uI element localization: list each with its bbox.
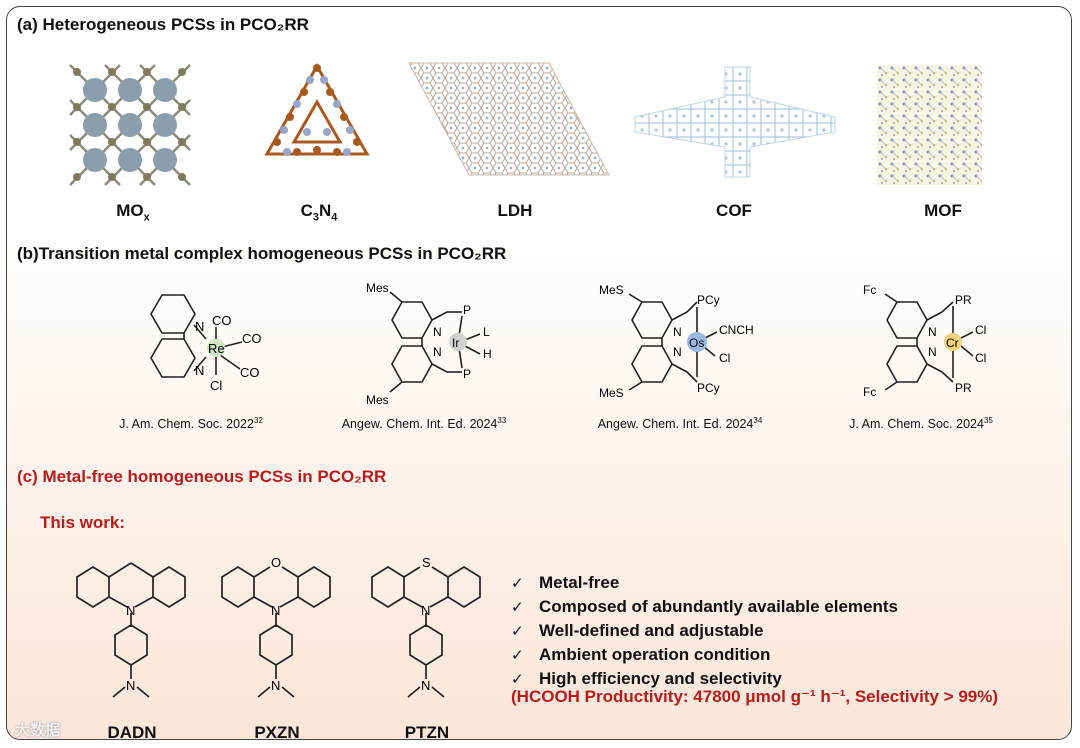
label-mof: MOF [924, 201, 962, 220]
check-icon: ✓ [511, 671, 524, 688]
ptzn-structure: S N N [371, 555, 481, 698]
label-mox: MOx [116, 201, 150, 224]
svg-text:N: N [195, 363, 204, 378]
panel-a-title: (a) Heterogeneous PCSs in PCO₂RR [17, 15, 309, 34]
svg-text:N: N [928, 325, 937, 339]
svg-text:Ir: Ir [452, 336, 459, 350]
svg-text:Mes: Mes [366, 281, 389, 295]
svg-text:PCy: PCy [697, 293, 720, 307]
svg-text:P: P [463, 303, 471, 317]
figure-frame: (a) Heterogeneous PCSs in PCO₂RR [6, 6, 1072, 740]
svg-text:Mes: Mes [366, 393, 389, 407]
svg-text:N: N [673, 345, 682, 359]
svg-text:Os: Os [689, 336, 704, 350]
watermark: 大数据 [15, 722, 61, 739]
svg-text:N: N [195, 319, 204, 334]
svg-text:N: N [126, 603, 135, 618]
label-dadn: DADN [107, 723, 157, 740]
panel-c-title: (c) Metal-free homogeneous PCSs in PCO₂R… [17, 467, 387, 486]
dadn-structure: NN [76, 562, 186, 698]
svg-text:PR: PR [955, 381, 972, 395]
svg-text:N: N [271, 678, 280, 693]
label-ldh: LDH [497, 201, 533, 220]
svg-text:CNCH: CNCH [719, 323, 754, 337]
svg-text:O: O [271, 555, 281, 570]
label-pxzn: PXZN [254, 723, 300, 740]
svg-text:N: N [433, 345, 442, 359]
svg-text:N: N [271, 603, 280, 618]
cof-structure [634, 66, 836, 178]
svg-text:Cl: Cl [719, 351, 730, 365]
panel-b-title: (b)Transition metal complex homogeneous … [17, 244, 507, 263]
svg-text:H: H [483, 347, 492, 361]
svg-text:Cl: Cl [975, 323, 986, 337]
svg-text:N: N [673, 325, 682, 339]
svg-text:N: N [421, 678, 430, 693]
svg-text:N: N [126, 678, 135, 693]
re-complex-structure: Re N N CO CO CO Cl [150, 294, 262, 393]
label-ptzn: PTZN [404, 723, 450, 740]
this-work-label: This work: [40, 513, 126, 532]
svg-text:N: N [928, 345, 937, 359]
svg-text:P: P [463, 367, 471, 381]
c3n4-structure [264, 62, 370, 156]
pxzn-structure: O N N [221, 555, 331, 698]
citation-3: Angew. Chem. Int. Ed. 202434 [597, 416, 763, 432]
citation-1: J. Am. Chem. Soc. 202232 [119, 416, 263, 432]
check-icon: ✓ [511, 575, 524, 592]
svg-text:N: N [421, 603, 430, 618]
svg-text:CO: CO [212, 313, 232, 328]
svg-text:MeS: MeS [599, 386, 624, 400]
label-cof: COF [716, 201, 752, 220]
citation-4: J. Am. Chem. Soc. 202435 [849, 416, 993, 432]
check-icon: ✓ [511, 647, 524, 664]
feature-item: ✓Metal-free [511, 573, 620, 592]
check-icon: ✓ [511, 623, 524, 640]
svg-text:Fc: Fc [863, 283, 876, 297]
svg-text:Fc: Fc [863, 385, 876, 399]
check-icon: ✓ [511, 599, 524, 616]
label-c3n4: C3N4 [300, 201, 338, 224]
svg-text:L: L [483, 325, 490, 339]
svg-text:PR: PR [955, 293, 972, 307]
citation-2: Angew. Chem. Int. Ed. 202433 [341, 416, 507, 432]
svg-text:Cl: Cl [975, 351, 986, 365]
svg-text:MeS: MeS [599, 283, 624, 297]
feature-item: ✓High efficiency and selectivity [511, 669, 782, 688]
svg-text:CO: CO [242, 331, 262, 346]
svg-text:CO: CO [240, 365, 260, 380]
feature-item: ✓Composed of abundantly available elemen… [511, 597, 898, 616]
svg-text:Re: Re [208, 341, 225, 356]
feature-item: ✓Ambient operation condition [511, 645, 771, 664]
svg-text:PCy: PCy [697, 381, 720, 395]
feature-item: ✓Well-defined and adjustable [511, 621, 764, 640]
svg-text:N: N [433, 325, 442, 339]
svg-text:Cr: Cr [946, 336, 959, 350]
svg-text:Cl: Cl [210, 378, 222, 393]
ldh-structure [408, 62, 610, 176]
productivity-note: (HCOOH Productivity: 47800 μmol g⁻¹ h⁻¹,… [511, 687, 998, 706]
mox-structure [69, 64, 191, 186]
mof-structure [877, 65, 982, 185]
svg-text:S: S [422, 555, 431, 570]
